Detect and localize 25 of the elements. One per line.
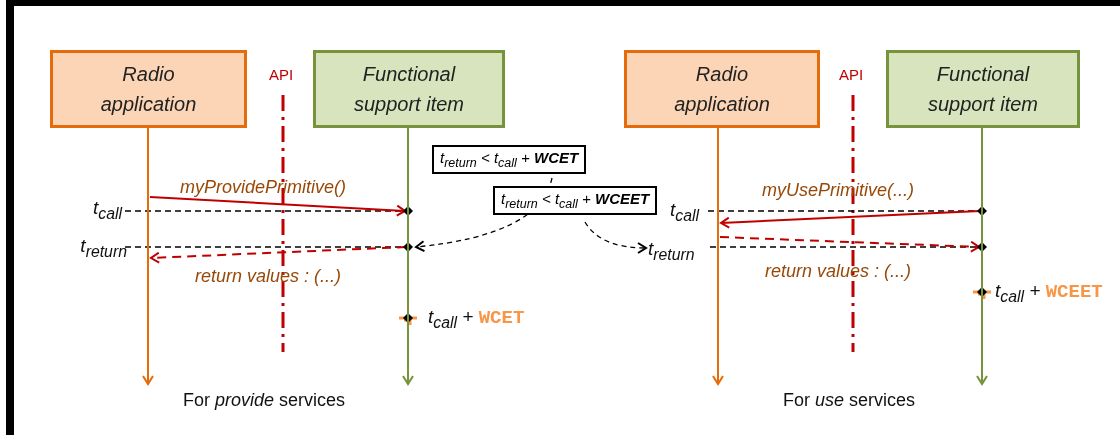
leader-line	[584, 221, 647, 254]
constraint-note: t$_{return}$ < t$_{call}$ + WCEET	[493, 186, 658, 215]
caption-text: For use services	[783, 390, 916, 411]
participant-box: Functional support item	[886, 50, 1080, 128]
api-label: API	[269, 66, 294, 83]
edge-label: return values : (...)	[765, 261, 912, 282]
edge-label: return values : (...)	[195, 266, 342, 287]
message-arrow	[150, 246, 407, 264]
edge-label: myProvidePrimitive()	[180, 177, 347, 198]
constraint-note: t$_{return}$ < t$_{call}$ + WCET	[432, 145, 587, 174]
time-label: t$_{return}$	[80, 235, 127, 261]
message-arrow	[720, 210, 981, 229]
api-label: API	[839, 66, 864, 83]
time-label: t$_{return}$	[648, 238, 695, 264]
message-arrow	[149, 196, 406, 217]
time-label: t$_{call}$	[92, 197, 122, 223]
participant-box: Radio application	[624, 50, 820, 128]
edge-label: myUsePrimitive(...)	[762, 180, 914, 201]
caption-text: For provide services	[183, 390, 346, 411]
message-arrow	[719, 236, 980, 253]
time-label: t$_{call}$ + WCET	[428, 306, 525, 332]
participant-box: Radio application	[50, 50, 247, 128]
time-label: t$_{call}$	[670, 199, 700, 225]
participant-box: Functional support item	[313, 50, 505, 128]
time-label: t$_{call}$ + WCEET	[995, 280, 1103, 306]
